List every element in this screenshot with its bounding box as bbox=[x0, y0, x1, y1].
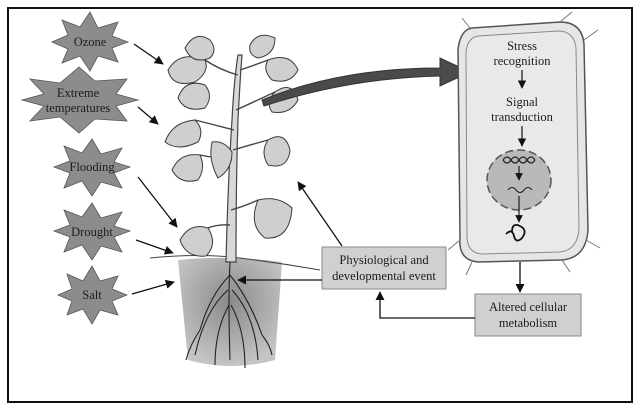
stressor-drought: Drought bbox=[52, 202, 132, 261]
stressor-arrows bbox=[131, 43, 178, 295]
drought-arrow bbox=[135, 239, 174, 255]
stress-recognition-line1: Stress bbox=[507, 39, 537, 53]
figure-frame bbox=[7, 7, 633, 403]
leaf bbox=[249, 34, 276, 59]
leaf bbox=[263, 136, 291, 167]
temperature-arrow bbox=[137, 106, 159, 125]
drought-label: Drought bbox=[71, 225, 113, 239]
stressor-salt: Salt bbox=[56, 265, 129, 325]
event-to-shoot-arrow bbox=[297, 181, 343, 247]
salt-label: Salt bbox=[82, 288, 102, 302]
altered-line2: metabolism bbox=[499, 316, 558, 330]
signal-transduction-line2: transduction bbox=[491, 110, 554, 124]
star-shape bbox=[51, 11, 130, 72]
leaf bbox=[164, 119, 202, 148]
physiological-line2: developmental event bbox=[332, 269, 436, 283]
ozone-label: Ozone bbox=[74, 35, 107, 49]
flooding-label: Flooding bbox=[69, 160, 115, 174]
extreme-label-line2: temperatures bbox=[46, 101, 111, 115]
star-shape bbox=[52, 138, 132, 197]
physiological-line1: Physiological and bbox=[339, 253, 429, 267]
roots bbox=[185, 261, 273, 369]
leaf bbox=[265, 57, 299, 82]
leaf bbox=[171, 154, 204, 182]
altered-line1: Altered cellular bbox=[489, 300, 568, 314]
leaf bbox=[210, 141, 233, 179]
ozone-arrow bbox=[133, 43, 164, 65]
metabolism-to-event-arrow bbox=[375, 291, 475, 319]
stressor-ozone: Ozone bbox=[51, 11, 130, 72]
leaf bbox=[253, 198, 293, 239]
leaves bbox=[164, 34, 299, 257]
leaf bbox=[177, 82, 210, 110]
stressor-extreme-temperatures: Extreme temperatures bbox=[20, 66, 140, 134]
dna-icon bbox=[502, 156, 536, 164]
stress-recognition-line2: recognition bbox=[494, 54, 552, 68]
leaf bbox=[184, 35, 215, 61]
protein-icon bbox=[505, 223, 526, 242]
big-arrow-to-cell bbox=[261, 57, 472, 107]
soil bbox=[178, 257, 282, 366]
star-shape bbox=[20, 66, 140, 134]
cell-wall-lines bbox=[447, 11, 601, 276]
physiological-event-box: Physiological and developmental event bbox=[321, 246, 447, 290]
star-shape bbox=[52, 202, 132, 261]
mrna-icon bbox=[507, 186, 533, 194]
salt-arrow bbox=[131, 279, 175, 295]
leaf bbox=[167, 56, 207, 84]
stressor-flooding: Flooding bbox=[52, 138, 132, 197]
ground-line bbox=[149, 255, 321, 271]
signal-transduction-line1: Signal bbox=[506, 95, 538, 109]
flooding-arrow bbox=[137, 176, 178, 228]
extreme-label-line1: Extreme bbox=[57, 86, 100, 100]
altered-metabolism-box: Altered cellular metabolism bbox=[474, 293, 582, 337]
star-shape bbox=[56, 265, 129, 325]
plant-cell: Stress recognition Signal transduction bbox=[447, 11, 601, 276]
branches bbox=[194, 59, 276, 229]
leaf bbox=[179, 226, 213, 257]
